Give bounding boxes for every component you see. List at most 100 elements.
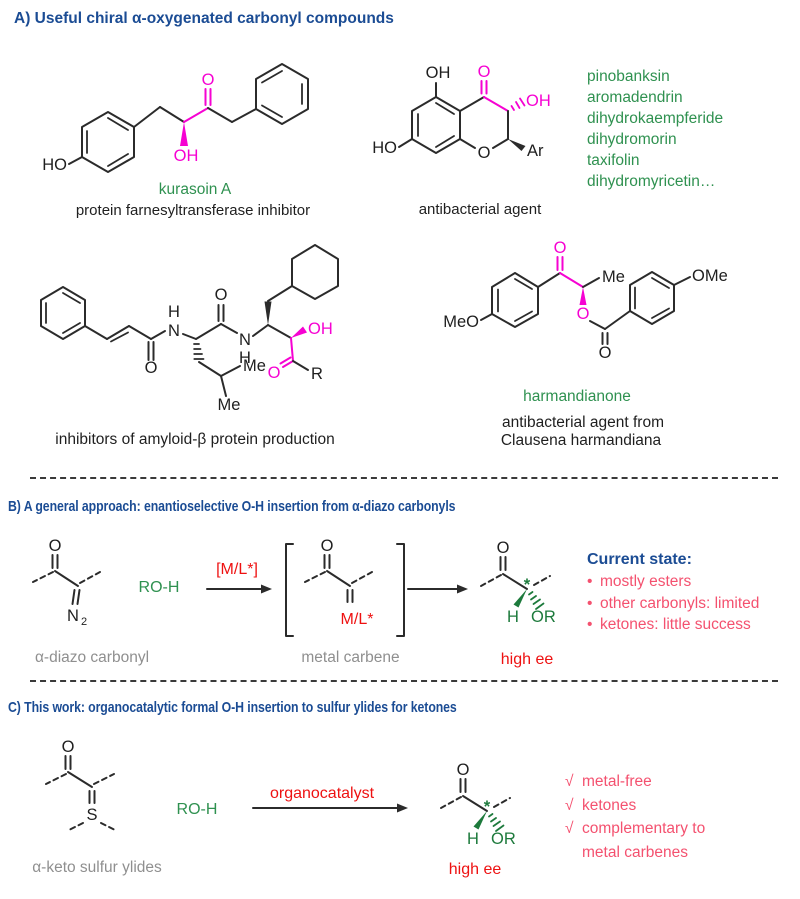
atom-o: O [321, 537, 334, 555]
check-item: √ ketones [565, 794, 705, 818]
check-icon: √ [565, 796, 574, 814]
atom-h2: H [239, 349, 251, 367]
reagent-roh-c: RO-H [176, 801, 218, 818]
atom-or: OR [531, 608, 556, 626]
bullet-item: • ketones: little success [587, 614, 759, 636]
ylide-structure: O S [45, 738, 118, 832]
high-ee-label-b: high ee [500, 651, 554, 668]
arrow1-label: [M/L*] [216, 561, 258, 578]
amyloid-caption: inhibitors of amyloid-β protein producti… [55, 431, 335, 448]
atom-o-ring: O [478, 144, 491, 162]
features-checklist: √ metal-free √ ketones √ complementary to m… [565, 770, 705, 864]
reaction-arrow-1: [M/L*] [206, 561, 272, 594]
flavanonol-caption: antibacterial agent [418, 201, 542, 218]
atom-o: O [62, 738, 75, 756]
section-c-header: C) This work: organocatalytic formal O-H… [8, 699, 457, 716]
atom-star: * [484, 798, 491, 816]
atom-o: O [497, 539, 510, 557]
check-text: metal-free [582, 773, 652, 790]
atom-meo: MeO [443, 313, 479, 331]
high-ee-label-c: high ee [448, 861, 502, 878]
bullet-item: • mostly esters [587, 571, 759, 593]
current-state-bullets: • mostly esters • other carbonyls: limited… [587, 571, 759, 636]
atom-ho-left: HO [372, 139, 397, 157]
atom-r: R [311, 365, 323, 383]
atom-o-ester: O [577, 305, 590, 323]
carbene-label: metal carbene [301, 649, 400, 666]
atom-o-amide2: O [215, 286, 228, 304]
check-text: metal carbenes [582, 843, 688, 861]
atom-o: O [49, 537, 62, 555]
atom-o-ester-dbl: O [599, 344, 612, 362]
carbene-structure: O M/L* [285, 537, 405, 637]
atom-or: OR [491, 830, 516, 848]
atom-me-right: Me [243, 357, 266, 375]
kurasoin-structure: HO OH O [42, 63, 309, 174]
amyloid-structure: O H N Me Me O N H O [40, 244, 339, 414]
bullet-icon: • [587, 594, 593, 612]
check-item: √ metal-free [565, 770, 705, 794]
diazo-structure: O N 2 [32, 537, 101, 628]
atom-me: Me [602, 268, 625, 286]
atom-oh: OH [308, 320, 333, 338]
atom-n-sub: 2 [81, 616, 87, 628]
bullet-icon: • [587, 616, 593, 633]
section-divider-1 [30, 477, 778, 479]
atom-o: O [202, 71, 215, 89]
bullet-text: ketones: little success [600, 616, 751, 633]
product-c-structure: O * H OR [440, 761, 516, 848]
atom-n1: N [168, 322, 180, 340]
check-icon: √ [565, 820, 574, 837]
kurasoin-caption: protein farnesyltransferase inhibitor [75, 202, 311, 219]
example-item: dihydromorin [587, 131, 677, 148]
section-divider-2 [30, 680, 778, 682]
ylide-label: α-keto sulfur ylides [32, 859, 162, 876]
example-item: pinobanksin [587, 68, 670, 85]
atom-ar: Ar [527, 142, 544, 160]
atom-ome: OMe [692, 267, 728, 285]
bullet-text: other carbonyls: limited [600, 594, 760, 612]
check-item: metal carbenes [565, 841, 705, 865]
reaction-arrow-3: organocatalyst [252, 785, 408, 813]
atom-oh-top: OH [426, 64, 451, 82]
check-text: ketones [582, 796, 637, 814]
kurasoin-name: kurasoin A [158, 181, 232, 198]
atom-o-carbonyl: O [478, 63, 491, 81]
check-text: complementary to [582, 820, 706, 837]
harmandianone-caption-2: Clausena harmandiana [500, 432, 662, 449]
diazo-label: α-diazo carbonyl [34, 649, 150, 666]
atom-o: O [457, 761, 470, 779]
flavanonol-examples: pinobanksin aromadendrin dihydrokaempfer… [587, 66, 723, 192]
atom-ho: HO [42, 156, 67, 174]
example-item: aromadendrin [587, 89, 683, 106]
atom-o-ketone: O [554, 239, 567, 257]
bullet-item: • other carbonyls: limited [587, 593, 759, 615]
atom-oh-c3: OH [526, 92, 551, 110]
section-b-header: B) A general approach: enantioselective … [8, 498, 456, 515]
current-state-title: Current state: [587, 551, 692, 568]
check-icon: √ [565, 773, 574, 790]
product-b-structure: O * H OR [480, 539, 556, 626]
atom-n2: N [239, 331, 251, 349]
reaction-arrow-2 [407, 584, 468, 594]
reagent-roh-b: RO-H [138, 579, 180, 596]
atom-h: H [507, 608, 519, 626]
atom-n: N [67, 607, 79, 625]
harmandianone-caption-1: antibacterial agent from [502, 414, 664, 431]
arrow3-label: organocatalyst [270, 785, 375, 802]
atom-me-bottom: Me [218, 396, 241, 414]
atom-o-acyl: O [268, 364, 281, 382]
atom-star: * [524, 576, 531, 594]
section-a-header: A) Useful chiral α-oxygenated carbonyl c… [14, 10, 394, 27]
check-item: √ complementary to [565, 817, 705, 841]
atom-h1: H [168, 303, 180, 321]
example-item: dihydrokaempferide [587, 110, 724, 127]
atom-ml: M/L* [341, 611, 374, 628]
atom-s: S [86, 806, 97, 824]
example-item: taxifolin [587, 152, 640, 169]
bullet-icon: • [587, 573, 593, 590]
flavanonol-structure: OH HO O O OH Ar [372, 63, 551, 162]
bullet-text: mostly esters [600, 573, 692, 590]
